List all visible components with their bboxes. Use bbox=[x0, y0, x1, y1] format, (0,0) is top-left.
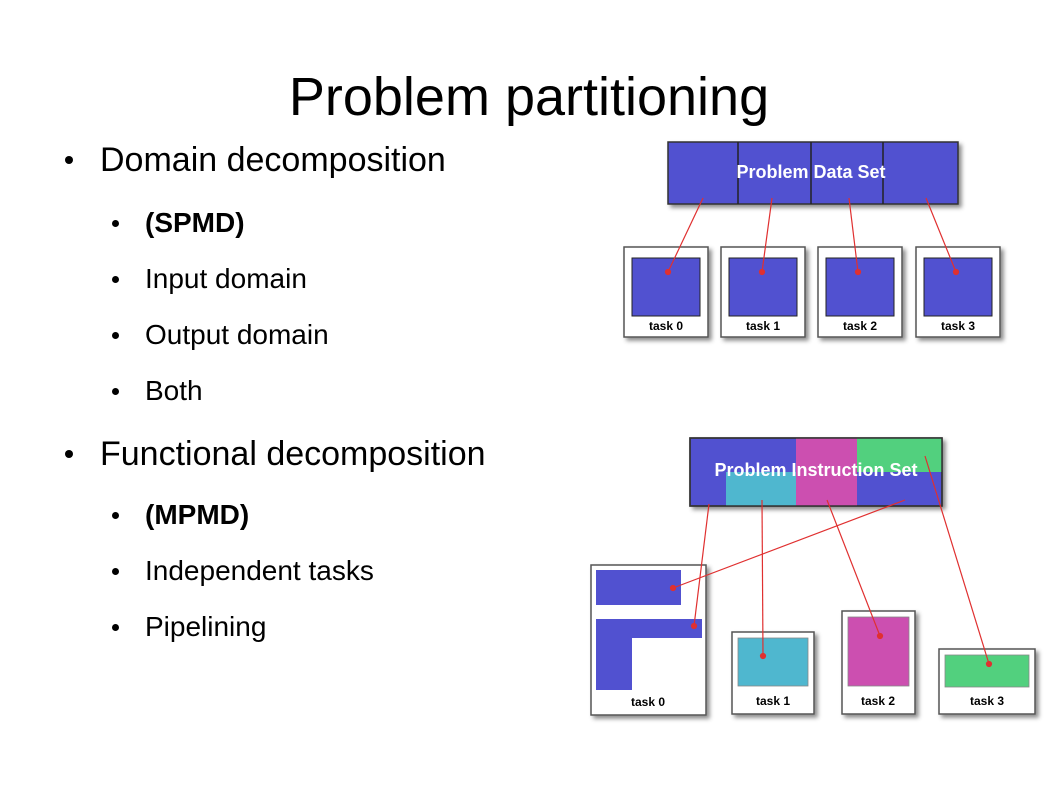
task-label: task 1 bbox=[746, 319, 780, 333]
bullet-dot bbox=[112, 512, 119, 519]
arrow-line bbox=[693, 503, 710, 627]
sub-bullet-spmd: (SPMD) bbox=[112, 206, 245, 240]
bullet-text: Pipelining bbox=[145, 611, 267, 642]
arrow-line bbox=[826, 499, 881, 637]
bullet-domain-decomposition: Domain decomposition bbox=[65, 140, 446, 180]
problem-data-set-bar bbox=[667, 141, 959, 205]
bullet-text: Functional decomposition bbox=[100, 435, 486, 473]
task-box-1: task 1 bbox=[731, 631, 815, 715]
task-label: task 0 bbox=[649, 319, 683, 333]
task-label: task 3 bbox=[941, 319, 975, 333]
arrow-head bbox=[758, 268, 766, 276]
bullet-dot bbox=[112, 568, 119, 575]
task-block bbox=[596, 619, 702, 690]
bullet-text: Independent tasks bbox=[145, 555, 374, 586]
arrow-line bbox=[761, 499, 764, 657]
arrow-line bbox=[925, 197, 957, 273]
sub-bullet-input-domain: Input domain bbox=[112, 262, 307, 296]
task-label: task 3 bbox=[970, 694, 1004, 708]
bullet-text: Both bbox=[145, 375, 203, 406]
task-box-2: task 2 bbox=[841, 610, 916, 715]
bullet-text: Input domain bbox=[145, 263, 307, 294]
sub-bullet-independent-tasks: Independent tasks bbox=[112, 554, 374, 588]
bullet-functional-decomposition: Functional decomposition bbox=[65, 434, 486, 474]
sub-bullet-pipelining: Pipelining bbox=[112, 610, 267, 644]
bullet-dot bbox=[112, 388, 119, 395]
arrow-head bbox=[876, 632, 884, 640]
arrow-head bbox=[669, 584, 677, 592]
functional-decomposition-diagram: Problem Instruction Set task 0 task 1 ta… bbox=[590, 437, 1036, 716]
bullet-text: Output domain bbox=[145, 319, 329, 350]
task-box-3: task 3 bbox=[938, 648, 1036, 715]
sub-bullet-mpmd: (MPMD) bbox=[112, 498, 250, 532]
bullet-text: (SPMD) bbox=[145, 207, 245, 238]
sub-bullet-both: Both bbox=[112, 374, 203, 408]
domain-decomposition-diagram: Problem Data Set task 0 task 1 task 2 ta… bbox=[623, 141, 1001, 338]
task-label: task 2 bbox=[861, 694, 895, 708]
task-label: task 0 bbox=[631, 695, 665, 709]
arrow-head bbox=[952, 268, 960, 276]
arrow-head bbox=[854, 268, 862, 276]
arrow-line bbox=[848, 197, 859, 273]
task-box-3: task 3 bbox=[915, 246, 1001, 338]
arrow-head bbox=[664, 268, 672, 276]
bullet-dot bbox=[65, 450, 73, 458]
instruction-segment-magenta bbox=[796, 438, 857, 506]
task-label: task 2 bbox=[843, 319, 877, 333]
problem-instruction-set-label: Problem Instruction Set bbox=[714, 460, 917, 480]
task-label: task 1 bbox=[756, 694, 790, 708]
bullet-dot bbox=[65, 156, 73, 164]
arrow-head bbox=[985, 660, 993, 668]
arrow-line bbox=[761, 197, 773, 273]
arrow-head bbox=[690, 622, 698, 630]
task-box-2: task 2 bbox=[817, 246, 903, 338]
arrow-line bbox=[924, 455, 990, 665]
bullet-text: (MPMD) bbox=[145, 499, 250, 530]
task-block bbox=[596, 570, 681, 605]
bullet-dot bbox=[112, 220, 119, 227]
problem-data-set-label: Problem Data Set bbox=[736, 162, 885, 182]
bullet-dot bbox=[112, 332, 119, 339]
arrow-line bbox=[667, 197, 704, 273]
task-box-0: task 0 bbox=[590, 564, 707, 716]
bullet-dot bbox=[112, 276, 119, 283]
bullet-dot bbox=[112, 624, 119, 631]
arrow-head bbox=[759, 652, 767, 660]
bullet-text: Domain decomposition bbox=[100, 141, 446, 179]
sub-bullet-output-domain: Output domain bbox=[112, 318, 329, 352]
instruction-segment-cyan bbox=[726, 472, 796, 506]
arrow-line bbox=[672, 499, 906, 589]
task-box-0: task 0 bbox=[623, 246, 709, 338]
slide-title: Problem partitioning bbox=[288, 67, 770, 127]
